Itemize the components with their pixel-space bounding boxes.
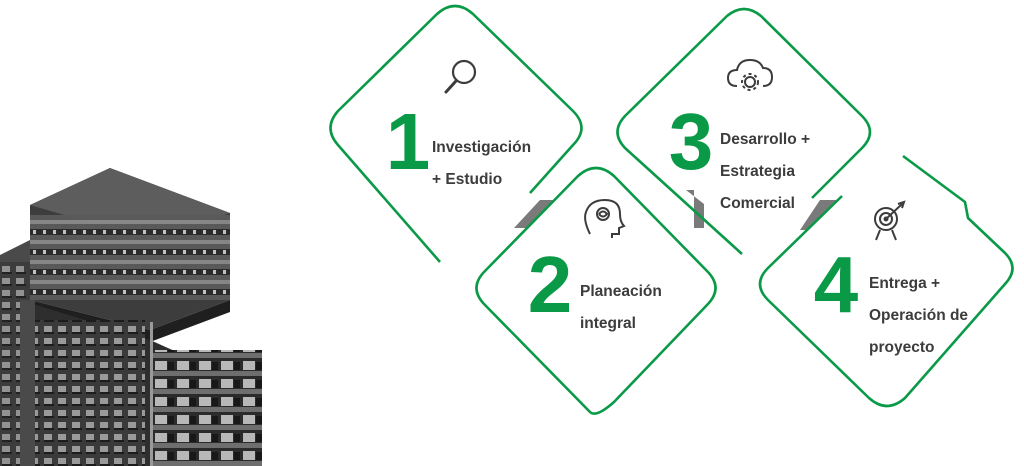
step-3-label: Desarrollo + Estrategia Comercial xyxy=(720,116,810,228)
step-4-label-line-3: proyecto xyxy=(869,339,935,356)
diamond-step-2 xyxy=(475,166,717,415)
step-2-label: Planeación integral xyxy=(580,268,662,348)
step-1-label: Investigación + Estudio xyxy=(432,124,531,204)
diamond-step-3 xyxy=(616,7,872,255)
building-illustration xyxy=(0,168,262,466)
target-icon xyxy=(874,200,906,241)
step-2-label-line-1: Planeación xyxy=(580,283,662,300)
brain-head-icon xyxy=(584,198,626,238)
step-4-label-line-2: Operación de xyxy=(869,307,969,324)
step-3-label-line-3: Comercial xyxy=(720,195,795,212)
magnifier-icon xyxy=(444,59,477,94)
diamond-step-1 xyxy=(329,4,583,263)
step-1-number: 1 xyxy=(385,97,431,186)
step-3-number: 3 xyxy=(668,97,714,186)
step-2-label-line-2: integral xyxy=(580,315,636,332)
diamond-step-4 xyxy=(758,154,1014,408)
step-1-label-line-2: + Estudio xyxy=(432,171,503,188)
step-3-label-line-1: Desarrollo + xyxy=(720,131,811,148)
step-4-label: Entrega + Operación de proyecto xyxy=(869,260,968,372)
step-4-label-line-1: Entrega + xyxy=(869,275,941,292)
step-4-number: 4 xyxy=(813,240,859,329)
step-1-label-line-1: Investigación xyxy=(432,139,532,156)
step-3-label-line-2: Estrategia xyxy=(720,163,795,180)
step-2-number: 2 xyxy=(527,240,573,329)
cloud-gear-icon xyxy=(726,58,774,91)
diamond-outlines xyxy=(329,4,1014,415)
